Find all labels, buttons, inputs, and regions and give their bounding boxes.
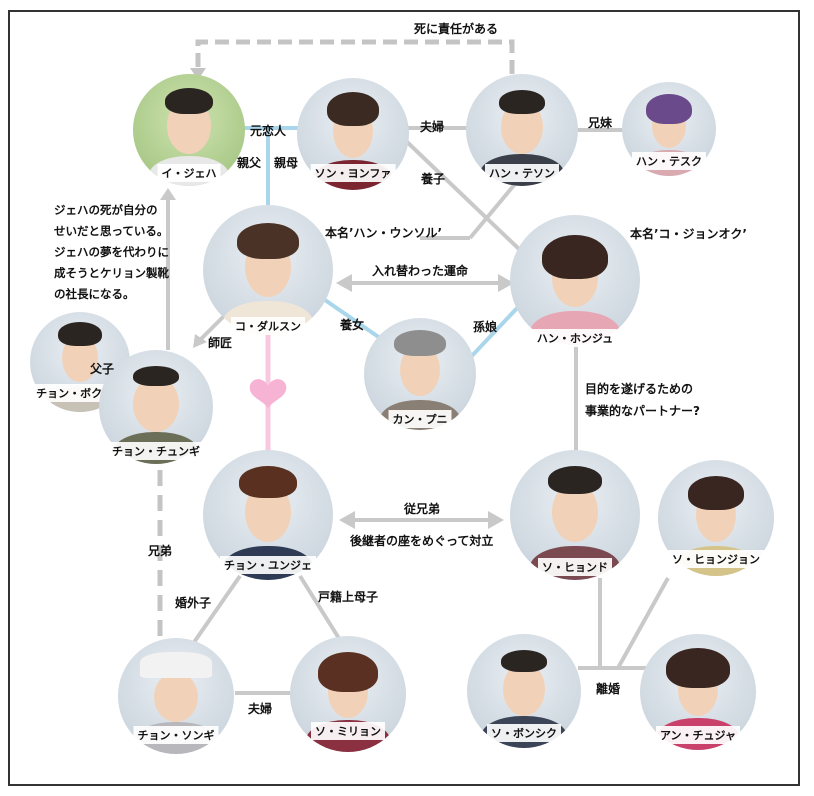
label-father: 親父 [237,156,262,170]
label-adopted-daughter: 養女 [340,318,365,332]
character-jeong-songi: チョン・ソンギ [118,638,234,754]
name-label: チョン・ユンジェ [220,556,316,574]
label-rivalry: 後継者の座をめぐって対立 [350,534,494,548]
label-granddaughter: 孫娘 [473,320,498,334]
arrow-left-swapped [336,274,352,292]
note-line: の社長になる。 [54,287,135,301]
line-adopted-daughter [323,298,382,340]
name-label: カン・プニ [388,410,452,428]
character-lee-jaeha: イ・ジェハ [133,74,245,186]
label-adopted-son: 養子 [421,172,446,186]
character-so-bonsik: ソ・ボンシク [467,634,581,748]
character-so-hyeongjeong: ソ・ヒョンジョン [658,460,774,576]
label-father-son: 父子 [90,362,115,376]
name-label: ソ・ヒョンジョン [668,550,764,568]
label-former-lover: 元恋人 [250,124,287,138]
line-hyeongjeong-down [616,577,670,669]
label-responsible-for-death: 死に責任がある [414,22,499,36]
label-brothers: 兄弟 [148,544,173,558]
name-label: ソ・ヒョンド [538,558,612,576]
label-married-1: 夫婦 [420,120,445,134]
arrow-left-cousins [339,511,355,529]
label-mother: 親母 [274,156,299,170]
line-registered-mother [298,574,342,642]
name-label: イ・ジェハ [157,164,221,182]
note-line: 成そうとケリョン製靴 [54,266,169,280]
label-registered-mother-son: 戸籍上母子 [318,590,379,604]
character-han-taesuk: ハン・テスク [622,82,716,176]
character-so-hyeondo: ソ・ヒョンド [510,450,640,580]
note-line: せいだと思っている。 [54,224,169,238]
heart-icon [249,379,287,408]
name-label: チョン・チュンギ [108,442,204,460]
label-partner-line-2: 事業的なパートナー? [585,404,700,418]
name-label: ハン・テソン [485,164,559,182]
character-so-miryeon: ソ・ミリョン [290,636,406,752]
label-real-name-hongju: 本名’コ・ジョンオク’ [630,227,747,241]
name-label: ハン・ホンジュ [532,329,618,347]
name-label: コ・ダルスン [231,317,305,335]
character-han-hongju: ハン・ホンジュ [510,215,640,347]
line-taesun-hongju [468,176,522,240]
arrow-right-swapped [498,274,514,292]
character-go-dalsun: コ・ダルスン [203,205,333,335]
name-label: ソ・ミリョン [311,722,385,740]
character-an-chuja: アン・チュジャ [640,634,756,750]
label-cousins: 従兄弟 [404,502,441,516]
name-label: ソ・ボンシク [487,724,561,742]
name-label: ソン・ヨンファ [310,164,396,182]
character-kang-buni: カン・プニ [364,318,476,430]
line-granddaughter [466,303,522,362]
label-master: 師匠 [208,336,233,350]
name-label: チョン・ソンギ [133,726,219,744]
arrow-right-cousins [488,511,504,529]
line-adopted-son [403,138,522,252]
arrow-master [193,334,207,348]
note-line: ジェハの死が自分の [54,203,158,217]
label-swapped-fate: 入れ替わった運命 [372,264,469,278]
line-master [198,313,227,342]
label-siblings: 兄妹 [588,116,613,130]
character-han-taesun: ハン・テソン [466,74,578,186]
label-real-name-dalsun: 本名’ハン・ウンソル’ [325,226,443,240]
line-illegitimate [188,574,242,650]
name-label: ハン・テスク [632,152,706,170]
label-divorced: 離婚 [596,682,621,696]
character-song-yeonghwa: ソン・ヨンファ [297,78,409,190]
name-label: アン・チュジャ [655,726,741,744]
arrow-chungi-jaeha [160,188,176,200]
note-chungi: ジェハの死が自分の せいだと思っている。 ジェハの夢を代わりに 成そうとケリョン… [54,200,169,305]
character-jeong-yunje: チョン・ユンジェ [203,450,333,580]
label-partner-line-1: 目的を遂げるための [585,382,694,396]
label-illegitimate-child: 婚外子 [175,596,212,610]
label-married-2: 夫婦 [248,702,273,716]
character-jeong-chungi: チョン・チュンギ [99,350,213,464]
note-line: ジェハの夢を代わりに [54,245,169,259]
line-responsible-death [195,39,515,74]
